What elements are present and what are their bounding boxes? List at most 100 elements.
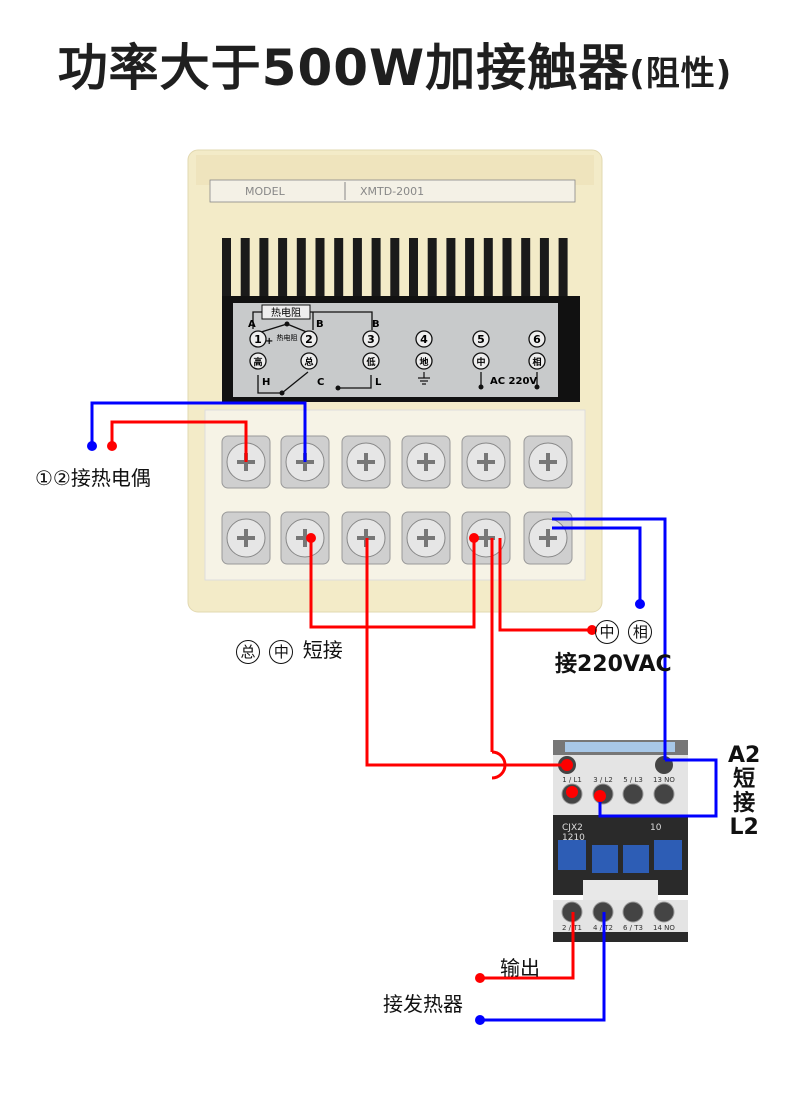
- panel-terminal-name-text: 中: [476, 356, 485, 368]
- vent-slot: [502, 238, 512, 296]
- vent-slot: [371, 238, 381, 296]
- contactor-bottom-terminal: [653, 901, 675, 923]
- letter-b1: B: [316, 319, 324, 330]
- contactor-top-label: 13 NO: [653, 776, 675, 784]
- contactor-bottom-label: 6 / T3: [623, 924, 643, 932]
- output-red-wire: [480, 912, 575, 980]
- screw-slot-icon: [237, 529, 255, 547]
- sensor-box-label: 热电阻: [271, 306, 301, 319]
- model-label: MODEL: [245, 185, 286, 198]
- phase-red-wire: [498, 538, 592, 632]
- wire-end-red: [107, 441, 117, 451]
- contactor-top-label: 1 / L1: [562, 776, 582, 784]
- short-text: 短接: [302, 638, 343, 662]
- wire-end-red-zhong: [587, 625, 597, 635]
- vent-slot: [334, 238, 344, 296]
- panel-terminal-name: [472, 352, 490, 370]
- screw-slot-icon: [357, 453, 375, 471]
- wire-end-blue: [87, 441, 97, 451]
- vent-slots: [222, 238, 568, 296]
- thermocouple-small-label: 热电阻: [277, 333, 298, 342]
- vent-slot: [558, 238, 568, 296]
- short-label: 总 中 短接: [236, 634, 343, 664]
- a2-l2-bridge: [598, 758, 718, 818]
- temperature-controller: MODEL XMTD-2001 热电阻 A B B + - 热电阻 1高2总3低…: [187, 149, 603, 613]
- circled-zhong: 中: [269, 640, 294, 664]
- l2-text: L2: [729, 815, 759, 840]
- contactor-bottom-label: 14 NO: [653, 924, 675, 932]
- circled-zhong-power: 中: [595, 620, 619, 644]
- label-plate: [209, 179, 576, 203]
- panel-terminal-name-text: 高: [253, 356, 262, 368]
- vent-slot: [259, 238, 269, 296]
- panel-terminal-num: [415, 330, 433, 348]
- wire-end-output-blue: [475, 1015, 485, 1025]
- vent-slot: [352, 238, 362, 296]
- panel-terminal-num-text: 2: [305, 333, 313, 346]
- short-char-1: 短: [733, 767, 756, 792]
- ground-icon: [418, 372, 430, 385]
- panel-terminal-num-text: 4: [420, 333, 428, 346]
- a2-l2-label: A2 短 接 L2: [728, 744, 760, 840]
- panel-terminal-num: [362, 330, 380, 348]
- vent-slot: [427, 238, 437, 296]
- heater-label: 接发热器: [383, 992, 463, 1016]
- power-label: AC 220V: [490, 376, 537, 387]
- contactor-top-label: 3 / L2: [593, 776, 613, 784]
- panel-terminal-name: [415, 352, 433, 370]
- panel-terminal-name: [300, 352, 318, 370]
- panel-terminal-name: [249, 352, 267, 370]
- wire-end-output-red: [475, 973, 485, 983]
- output-blue-wire: [480, 912, 606, 1022]
- panel-terminal-num: [249, 330, 267, 348]
- screw-slot-icon: [417, 529, 435, 547]
- contactor-model-2: 1210: [562, 833, 585, 843]
- panel-terminal-num-text: 6: [533, 333, 541, 346]
- power-label-220vac: 接220VAC: [555, 652, 672, 677]
- vent-slot: [446, 238, 456, 296]
- wire-end-blue-xiang: [635, 599, 645, 609]
- vent-slot: [222, 238, 231, 296]
- contactor-aux: 10: [650, 823, 662, 833]
- letter-h: H: [262, 377, 270, 388]
- circled-zong: 总: [236, 640, 260, 664]
- vent-slot: [465, 238, 475, 296]
- screw-slot-icon: [539, 529, 557, 547]
- panel-terminal-name-text: 总: [304, 356, 313, 368]
- vent-slot: [240, 238, 250, 296]
- screw-slot-icon: [477, 453, 495, 471]
- vent-slot: [390, 238, 400, 296]
- title-main: 功率大于500W加接触器: [57, 39, 630, 97]
- panel-terminal-name: [528, 352, 546, 370]
- panel-terminal-name-text: 相: [532, 356, 541, 368]
- panel-terminal-name-text: 地: [419, 356, 428, 368]
- contactor-top-label: 5 / L3: [623, 776, 643, 784]
- power-circles: 中 相: [595, 618, 655, 644]
- letter-c: C: [317, 377, 324, 388]
- title-suffix: (阻性): [629, 54, 733, 94]
- wires: [90, 401, 718, 1022]
- vent-slot: [315, 238, 325, 296]
- short-char-2: 接: [733, 791, 756, 816]
- thermocouple-blue-wire: [90, 401, 307, 462]
- vent-slot: [278, 238, 288, 296]
- live-to-contactor-a1: [365, 538, 490, 767]
- phase-blue-wire-2: [552, 517, 667, 760]
- panel-terminal-num-text: 3: [367, 333, 375, 346]
- panel-terminal-num: [300, 330, 318, 348]
- circled-xiang-power: 相: [628, 620, 653, 644]
- letter-a: A: [248, 319, 256, 330]
- panel-terminal-num-text: 5: [477, 333, 485, 346]
- contactor-bottom-terminal: [622, 901, 644, 923]
- thermocouple-red-wire: [110, 420, 248, 462]
- output-label: 输出: [500, 956, 540, 980]
- phase-blue-wire-1: [552, 526, 642, 604]
- vent-slot: [296, 238, 306, 296]
- vent-slot: [409, 238, 418, 296]
- letter-l: L: [375, 377, 382, 388]
- a2-text: A2: [728, 743, 761, 768]
- screw-slot-icon: [417, 453, 435, 471]
- panel-terminal-num-text: 1: [254, 333, 262, 346]
